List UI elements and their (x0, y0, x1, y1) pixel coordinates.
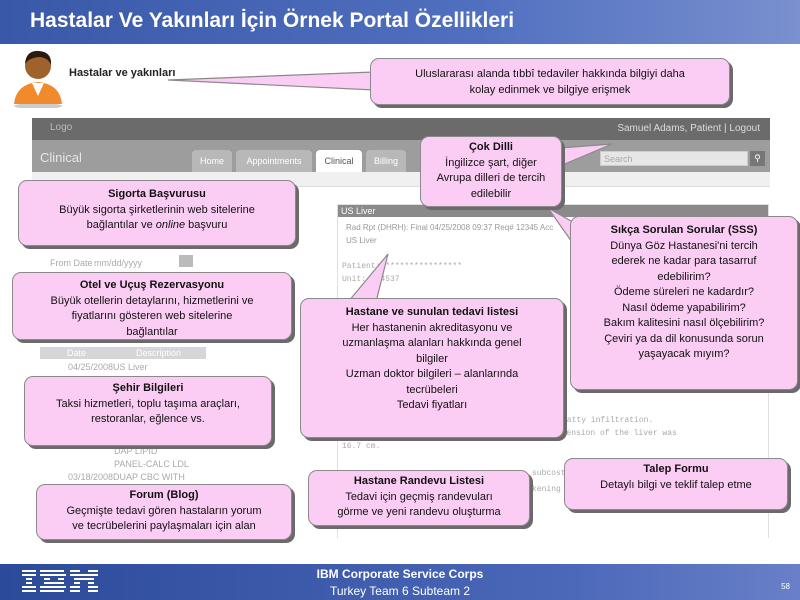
report-mono: 16.7 cm. (342, 442, 381, 451)
callout-line: ederek ne kadar para tasarruf (611, 255, 757, 267)
callout-line: Her hastanenin akreditasyonu ve (351, 321, 513, 334)
footer-bar (0, 564, 800, 600)
tab-appointments[interactable]: Appointments (236, 150, 312, 172)
from-date-input[interactable]: mm/dd/yyyy (94, 258, 143, 268)
callout-line: görme ve yeni randevu oluşturma (337, 506, 501, 518)
report-line: US Liver (346, 236, 377, 245)
report-mono: dimension of the liver was (552, 429, 677, 438)
faq-callout: Sıkça Sorulan Sorular (SSS) Dünya Göz Ha… (570, 216, 798, 390)
ibm-logo-icon (22, 570, 98, 592)
callout-line: Taksi hizmetleri, toplu taşıma araçları, (55, 397, 240, 410)
callout-line: Çeviri ya da dil konusunda sorun (604, 332, 764, 345)
callout-line: bağlantılar ve online başvuru (86, 219, 228, 231)
callout-title: Sıkça Sorulan Sorular (SSS) (610, 224, 758, 236)
callout-title: Forum (Blog) (129, 489, 199, 501)
table-row[interactable]: 04/25/2008US Liver (68, 362, 148, 372)
hotel-flight-callout: Otel ve Uçuş Rezervasyonu Büyük otelleri… (12, 272, 292, 340)
from-date-label: From Date (50, 258, 93, 268)
callout-line: uzmanlaşma alanları hakkında genel (342, 337, 522, 349)
footer-team: Turkey Team 6 Subteam 2 (329, 584, 471, 598)
table-row[interactable]: PANEL-CALC LDL (114, 459, 189, 469)
callout-line: bağlantılar (126, 325, 178, 338)
callout-line: Bakım kalitesini nasıl ölçebilirim? (603, 317, 765, 329)
city-info-callout: Şehir Bilgileri Taksi hizmetleri, toplu … (24, 376, 272, 446)
callout-line: Nasıl ödeme yapabilirim? (622, 301, 746, 314)
report-mono: kening (532, 485, 561, 494)
portal-section-title: Clinical (40, 150, 82, 165)
callout-title: Sigorta Başvurusu (108, 188, 206, 200)
callout-line: İngilizce şart, diğer (445, 156, 537, 169)
tab-billing[interactable]: Billing (366, 150, 406, 172)
intl-callout-pointer (167, 71, 375, 91)
patient-avatar-icon (14, 50, 62, 108)
portal-search-input[interactable]: Search (600, 151, 748, 166)
callout-title: Hastane Randevu Listesi (353, 475, 485, 487)
table-row[interactable]: 03/18/2008DUAP CBC WITH (68, 472, 185, 482)
tab-clinical[interactable]: Clinical (316, 150, 362, 172)
callout-line: Tedavi fiyatları (396, 399, 468, 411)
insurance-callout: Sigorta Başvurusu Büyük sigorta şirketle… (18, 180, 296, 246)
results-table-header: Date Description (40, 347, 206, 359)
footer-org: IBM Corporate Service Corps (316, 567, 484, 581)
report-line: Rad Rpt (DHRH): Final 04/25/2008 09:37 R… (346, 223, 554, 232)
tab-home[interactable]: Home (192, 150, 232, 172)
intl-info-callout: Uluslararası alanda tıbbî tedaviler hakk… (370, 58, 730, 105)
portal-logo: Logo (50, 122, 73, 133)
callout-line: ve tecrübelerini paylaşmaları için alan (72, 520, 256, 532)
request-form-callout: Talep Formu Detaylı bilgi ve teklif tale… (564, 458, 788, 510)
slide-title: Hastalar Ve Yakınları İçin Örnek Portal … (30, 9, 515, 32)
portal-top-bar: Logo Samuel Adams, Patient | Logout (32, 118, 770, 140)
page-number: 58 (781, 582, 790, 591)
col-header-date: Date (67, 348, 87, 358)
callout-line: restoranlar, eğlence vs. (91, 413, 205, 425)
callout-line: Detaylı bilgi ve teklif talep etme (600, 478, 752, 491)
search-icon[interactable]: ⚲ (750, 151, 765, 166)
callout-line: edilebilir (470, 187, 512, 200)
title-bar: Hastalar Ve Yakınları İçin Örnek Portal … (0, 0, 800, 44)
report-mono: subcostal (532, 469, 576, 478)
table-row[interactable]: DAP LIPID (114, 446, 158, 456)
callout-line: Büyük sigorta şirketlerinin web siteleri… (59, 203, 255, 216)
callout-title: Otel ve Uçuş Rezervasyonu (79, 279, 225, 291)
portal-nav: Clinical Home Appointments Clinical Bill… (32, 140, 770, 172)
appointment-list-callout: Hastane Randevu Listesi Tedavi için geçm… (308, 470, 530, 526)
callout-title: Talep Formu (643, 463, 709, 475)
callout-line: bilgiler (416, 352, 448, 365)
report-mono: Patient: **************** (342, 262, 463, 271)
report-mono: Unit: 314537 (342, 275, 400, 284)
col-header-description: Description (136, 348, 182, 358)
multilingual-callout: Çok Dilli İngilizce şart, diğer Avrupa d… (420, 136, 562, 207)
forum-callout: Forum (Blog) Geçmişte tedavi gören hasta… (36, 484, 292, 540)
callout-line: Uzman doktor bilgileri – alanlarında (345, 368, 519, 380)
portal-user-menu[interactable]: Samuel Adams, Patient | Logout (617, 123, 760, 134)
patients-relatives-label: Hastalar ve yakınları (69, 67, 176, 79)
calendar-icon[interactable] (179, 255, 193, 267)
callout-line: Tedavi için geçmiş randevuları (345, 490, 493, 503)
callout-line: Dünya Göz Hastanesi'ni tercih (610, 239, 758, 252)
callout-title: Şehir Bilgileri (112, 382, 184, 394)
report-mono: fatty infiltration. (562, 416, 654, 425)
callout-line: edebilirim? (657, 270, 711, 283)
hospital-list-callout: Hastane ve sunulan tedavi listesi Her ha… (300, 298, 564, 438)
callout-line: fiyatlarını gösteren web sitelerine (71, 310, 233, 322)
callout-line: yaşayacak mıyım? (638, 348, 730, 360)
callout-line: Geçmişte tedavi gören hastaların yorum (66, 504, 262, 517)
callout-line: kolay edinmek ve bilgiye erişmek (469, 83, 631, 96)
callout-title: Hastane ve sunulan tedavi listesi (345, 306, 519, 318)
callout-line: tecrübeleri (406, 383, 458, 396)
callout-line: Avrupa dilleri de tercih (436, 172, 546, 184)
callout-line: Uluslararası alanda tıbbî tedaviler hakk… (415, 68, 685, 80)
callout-line: Büyük otellerin detaylarını, hizmetlerin… (50, 294, 254, 307)
callout-title: Çok Dilli (468, 141, 513, 153)
callout-line: Ödeme süreleri ne kadardır? (613, 286, 754, 298)
